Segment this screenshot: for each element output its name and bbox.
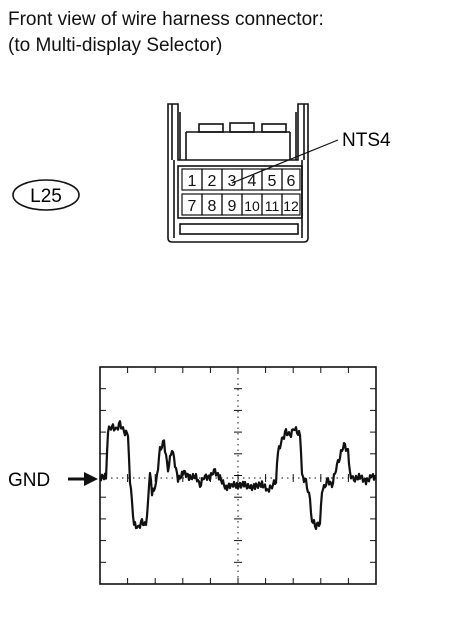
pin-9: 9 [228,198,237,215]
arrow-right-icon [68,472,98,486]
pin-10: 10 [244,198,260,214]
pin-11: 11 [265,198,280,214]
terminal-label: NTS4 [342,130,391,151]
pin-5: 5 [268,173,277,190]
connector-body [167,103,309,243]
pin-1: 1 [188,173,197,190]
pin-2: 2 [208,173,217,190]
gnd-label: GND [8,470,50,491]
pin-4: 4 [248,173,257,190]
oscilloscope-screen [99,366,377,585]
title-line-2: (to Multi-display Selector) [8,35,223,56]
pin-12: 12 [283,198,299,214]
pin-labels: 1 2 3 4 5 6 7 8 9 10 11 12 [188,173,299,215]
terminal-leader-line [231,139,339,184]
waveform-trace [98,420,377,531]
connector-id-text: L25 [30,186,62,207]
title-line-1: Front view of wire harness connector: [8,9,324,30]
pin-6: 6 [287,173,296,190]
pin-3: 3 [228,173,237,190]
connector-id-badge: L25 [12,179,80,211]
pin-8: 8 [208,198,217,215]
pin-7: 7 [188,198,197,215]
